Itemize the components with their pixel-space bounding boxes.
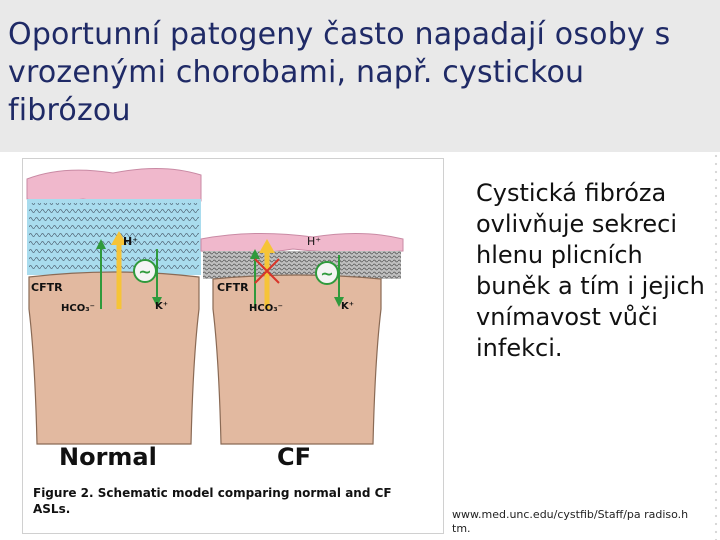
normal-hco3-label: HCO₃⁻ bbox=[61, 303, 95, 314]
normal-pump-symbol: ~ bbox=[138, 262, 151, 281]
figure-caption: Figure 2. Schematic model comparing norm… bbox=[33, 486, 392, 516]
cf-epithelial-cell bbox=[212, 274, 382, 445]
cf-hco3-label: HCO₃⁻ bbox=[249, 303, 283, 314]
cf-block-x-2 bbox=[254, 258, 280, 284]
cf-cell-group bbox=[200, 232, 404, 445]
cf-h-label: H⁺ bbox=[307, 235, 321, 248]
cf-pump-icon bbox=[315, 261, 339, 285]
cf-panel-label: CF bbox=[277, 443, 311, 471]
decorative-dots bbox=[712, 152, 720, 540]
normal-pump-icon bbox=[133, 259, 157, 283]
asl-diagram: ~ H⁺ CFTR HCO₃⁻ K⁺ Normal ~ H⁺ CFTR HCO₃… bbox=[26, 168, 404, 471]
cf-pump-symbol: ~ bbox=[320, 264, 333, 283]
normal-epithelial-cell bbox=[28, 271, 200, 445]
normal-panel-label: Normal bbox=[59, 443, 157, 471]
normal-cilia bbox=[29, 203, 199, 273]
cf-mucus-layer bbox=[200, 232, 404, 255]
cf-k-label: K⁺ bbox=[341, 301, 354, 312]
normal-cell-group bbox=[26, 168, 202, 445]
slide-title: Oportunní patogeny často napadají osoby … bbox=[8, 17, 671, 128]
normal-cftr-label: CFTR bbox=[31, 281, 63, 294]
slide-body-text: Cystická fibróza ovlivňuje sekreci hlenu… bbox=[476, 179, 705, 362]
source-citation: www.med.unc.edu/cystfib/Staff/pa radiso.… bbox=[452, 508, 689, 535]
cf-cilia-pattern bbox=[203, 251, 401, 279]
asl-figure: ~ H⁺ CFTR HCO₃⁻ K⁺ Normal ~ H⁺ CFTR HCO₃… bbox=[22, 158, 444, 534]
normal-h-label: H⁺ bbox=[123, 235, 138, 248]
title-band bbox=[0, 0, 720, 152]
normal-k-label: K⁺ bbox=[155, 301, 168, 312]
cf-cftr-label: CFTR bbox=[217, 281, 249, 294]
